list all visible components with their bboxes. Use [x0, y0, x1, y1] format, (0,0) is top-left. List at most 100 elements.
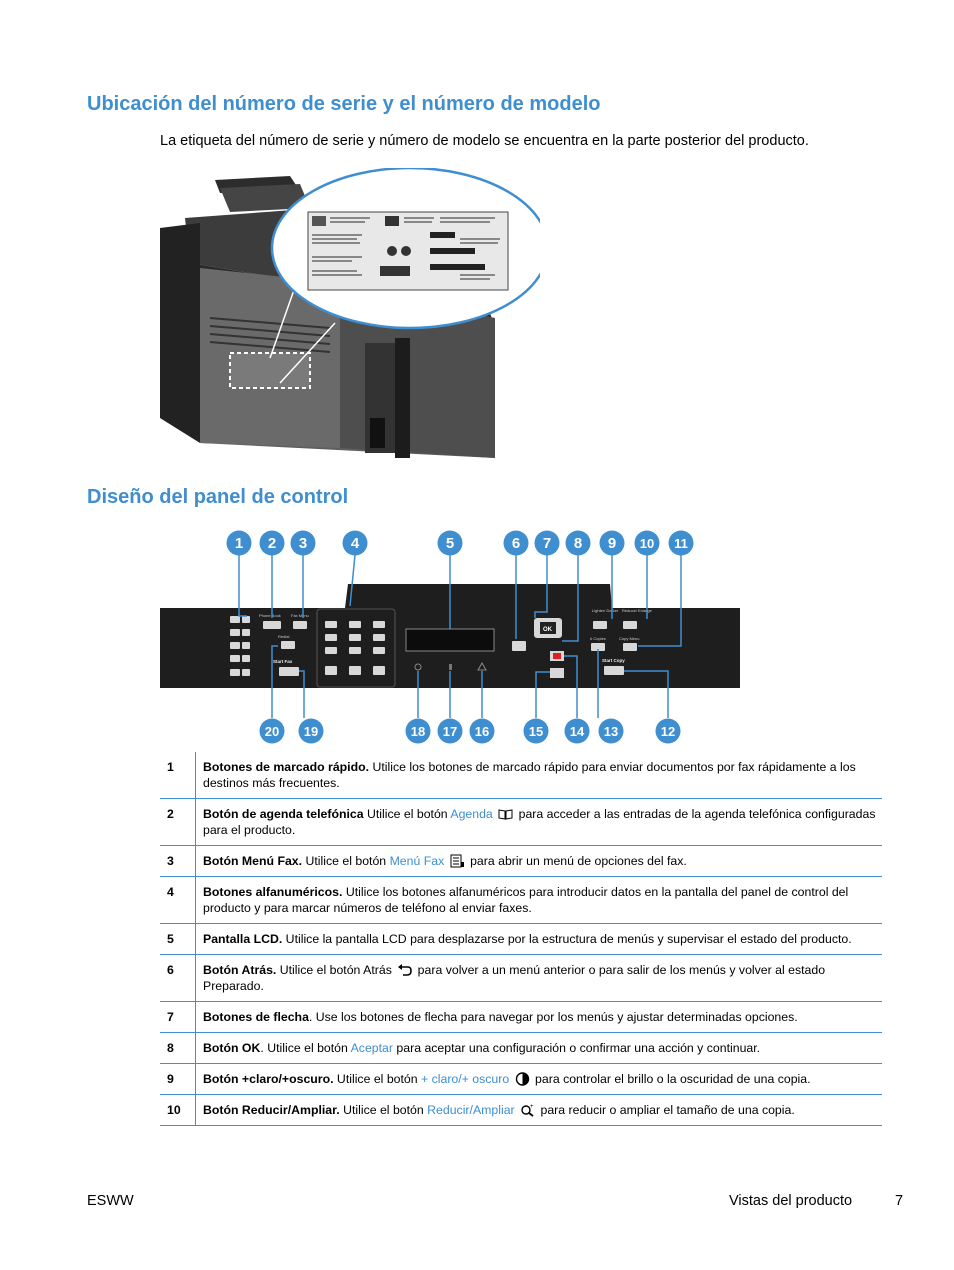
legend-link: + claro/+ oscuro: [421, 1072, 510, 1086]
panel-label-lighter-darker: Lighter/ Darker: [592, 608, 619, 613]
legend-link: Agenda: [450, 807, 493, 821]
legend-number: 10: [160, 1094, 196, 1126]
contrast-icon: [515, 1072, 529, 1086]
legend-row: 7 Botones de flecha. Use los botones de f…: [160, 1001, 882, 1033]
legend-number: 9: [160, 1063, 196, 1095]
legend-term: Botones de flecha: [203, 1010, 309, 1024]
legend-text: . Use los botones de flecha para navegar…: [308, 1010, 798, 1024]
callout-20: 20: [265, 724, 279, 739]
legend-number: 1: [160, 752, 196, 799]
callout-4: 4: [351, 535, 360, 552]
legend-term: Botón +claro/+oscuro.: [203, 1072, 334, 1086]
legend-term: Botones alfanuméricos.: [203, 885, 343, 899]
section-title-serial: Ubicación del número de serie y el númer…: [87, 93, 601, 115]
legend-description: Botón de agenda telefónica Utilice el bo…: [195, 798, 882, 846]
legend-description: Botón +claro/+oscuro. Utilice el botón +…: [195, 1063, 882, 1095]
legend-term: Botón Menú Fax.: [203, 854, 303, 868]
legend-number: 6: [160, 954, 196, 1002]
legend-description: Botón Atrás. Utilice el botón Atrás para…: [195, 954, 882, 1002]
legend-link: Reducir/Ampliar: [427, 1103, 515, 1117]
callout-10: 10: [640, 536, 654, 551]
footer-left: ESWW: [87, 1193, 134, 1209]
legend-text: Utilice el botón: [339, 1103, 428, 1117]
panel-label-reduce-enlarge: Reduce/ Enlarge: [622, 608, 653, 613]
callout-11: 11: [674, 536, 688, 551]
legend-text: Utilice los botones de marcado rápido pa…: [203, 760, 856, 790]
legend-link: Aceptar: [350, 1041, 393, 1055]
legend-number: 3: [160, 845, 196, 877]
intro-paragraph: La etiqueta del número de serie y número…: [160, 133, 809, 149]
legend-term: Botón Reducir/Ampliar.: [203, 1103, 340, 1117]
callout-1: 1: [235, 535, 243, 552]
legend-text: Utilice los botones alfanuméricos para i…: [203, 885, 849, 915]
legend-text: Utilice el botón: [333, 1072, 422, 1086]
legend-term: Botón de agenda telefónica: [203, 807, 364, 821]
callout-5: 5: [446, 535, 454, 552]
panel-label-copy-menu: Copy Menu: [619, 636, 639, 641]
callout-14: 14: [570, 724, 585, 739]
panel-label-fax-menu: Fax Menu: [291, 613, 309, 618]
legend-text: Utilice el botón Atrás: [276, 963, 396, 977]
page-number: 7: [895, 1193, 904, 1209]
legend-text-post: para volver a un menú anterior o para sa…: [203, 963, 826, 993]
callout-19: 19: [304, 724, 318, 739]
callout-17: 17: [443, 724, 457, 739]
panel-label-phone-book: Phone Book: [259, 613, 281, 618]
legend-text: . Utilice el botón: [260, 1041, 351, 1055]
callout-15: 15: [529, 724, 543, 739]
legend-text-post: para abrir un menú de opciones del fax.: [466, 854, 687, 868]
panel-label-redial: Redial: [278, 634, 289, 639]
legend-term: Botón Atrás.: [203, 963, 277, 977]
legend-text-post: para controlar el brillo o la oscuridad …: [531, 1072, 811, 1086]
callout-2: 2: [268, 535, 276, 552]
legend-description: Botón OK. Utilice el botón Aceptar para …: [195, 1032, 882, 1064]
section-title-panel: Diseño del panel de control: [87, 486, 349, 508]
legend-number: 7: [160, 1001, 196, 1033]
legend-number: 8: [160, 1032, 196, 1064]
legend-term: Pantalla LCD.: [203, 932, 283, 946]
legend-text: Utilice el botón: [302, 854, 390, 868]
callout-8: 8: [574, 535, 582, 552]
legend-link: Menú Fax: [389, 854, 445, 868]
legend-description: Pantalla LCD. Utilice la pantalla LCD pa…: [195, 923, 882, 955]
callout-3: 3: [299, 535, 307, 552]
panel-label-start-copy: Start Copy: [602, 658, 625, 663]
legend-text: Utilice la pantalla LCD para desplazarse…: [282, 932, 852, 946]
legend-text-post: para reducir o ampliar el tamaño de una …: [537, 1103, 795, 1117]
zoom-icon: +: [521, 1104, 534, 1117]
printer-rear-illustration: [160, 168, 540, 458]
svg-text:+: +: [530, 1104, 534, 1110]
legend-description: Botón Reducir/Ampliar. Utilice el botón …: [195, 1094, 882, 1126]
callout-13: 13: [604, 724, 618, 739]
phone-book-icon: [498, 809, 513, 820]
panel-label-start-fax: Start Fax: [273, 659, 293, 664]
legend-description: Botones de marcado rápido. Utilice los b…: [195, 752, 882, 799]
control-panel-illustration: Phone Book Fax Menu Redial Start Fax OK …: [160, 530, 740, 744]
callout-18: 18: [411, 724, 425, 739]
legend-text: Utilice el botón: [363, 807, 451, 821]
callout-7: 7: [543, 535, 551, 552]
legend-text-post: para acceder a las entradas de la agenda…: [203, 807, 876, 837]
legend-description: Botones alfanuméricos. Utilice los boton…: [195, 876, 882, 924]
legend-number: 2: [160, 798, 196, 846]
legend-term: Botones de marcado rápido.: [203, 760, 370, 774]
legend-term: Botón OK: [203, 1041, 261, 1055]
legend-number: 5: [160, 923, 196, 955]
legend-description: Botón Menú Fax. Utilice el botón Menú Fa…: [195, 845, 882, 877]
panel-label-ok: OK: [543, 627, 553, 633]
legend-text-post: para aceptar una configuración o confirm…: [393, 1041, 761, 1055]
callout-12: 12: [661, 724, 675, 739]
callout-9: 9: [608, 535, 616, 552]
footer-section: Vistas del producto: [729, 1193, 853, 1209]
callout-6: 6: [512, 535, 520, 552]
